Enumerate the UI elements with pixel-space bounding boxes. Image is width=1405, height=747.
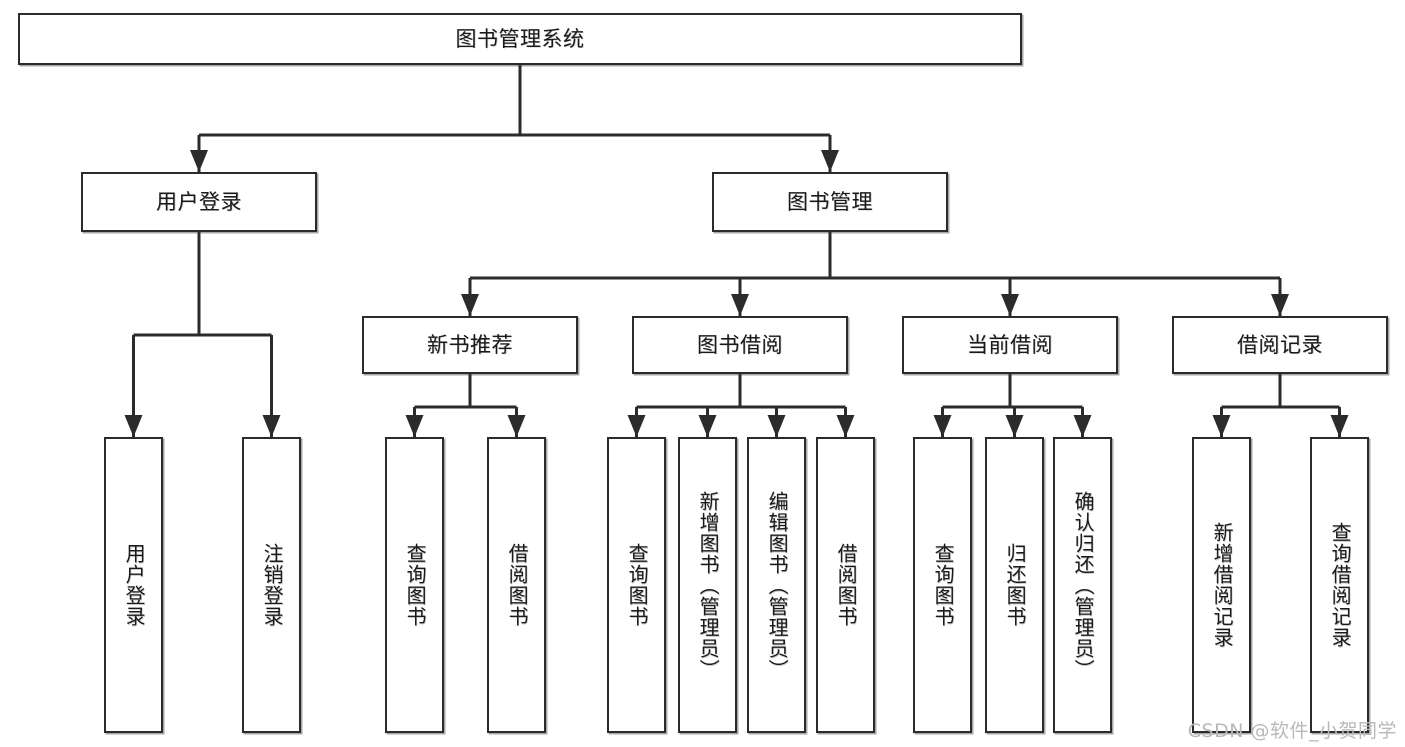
- node-book-borrow[interactable]: 图书借阅: [632, 316, 848, 374]
- node-label-borrow-record: 借阅记录: [1237, 332, 1323, 357]
- node-label-leaf-borrow-book-2: 借阅图书: [834, 543, 859, 627]
- node-leaf-add-book[interactable]: 新增图书（管理员）: [678, 437, 737, 733]
- conn-current-borrow-arrowhead-0: [933, 415, 952, 437]
- node-label-leaf-return-book: 归还图书: [1003, 543, 1028, 627]
- node-leaf-return-book[interactable]: 归还图书: [985, 437, 1044, 733]
- conn-book-manage-arrowhead-0: [461, 294, 479, 316]
- conn-book-borrow-arrowhead-2: [767, 415, 786, 437]
- node-borrow-record[interactable]: 借阅记录: [1172, 316, 1388, 374]
- conn-current-borrow-arrowhead-1: [1005, 415, 1024, 437]
- node-label-leaf-user-login: 用户登录: [122, 543, 147, 627]
- node-current-borrow[interactable]: 当前借阅: [902, 316, 1118, 374]
- conn-root-arrowhead-1: [821, 150, 839, 172]
- conn-book-borrow-arrowhead-0: [627, 415, 646, 437]
- node-root[interactable]: 图书管理系统: [18, 13, 1022, 65]
- conn-book-manage-arrowhead-2: [1001, 294, 1019, 316]
- conn-root-arrowhead-0: [190, 150, 208, 172]
- node-label-leaf-query-book-3: 查询图书: [931, 543, 956, 627]
- conn-book-manage-arrowhead-1: [731, 294, 749, 316]
- node-leaf-query-book-3[interactable]: 查询图书: [913, 437, 972, 733]
- node-label-leaf-query-record: 查询借阅记录: [1328, 522, 1353, 648]
- node-leaf-user-login[interactable]: 用户登录: [104, 437, 163, 733]
- node-label-leaf-borrow-book-1: 借阅图书: [505, 543, 530, 627]
- node-new-book-recommend[interactable]: 新书推荐: [362, 316, 578, 374]
- node-book-manage[interactable]: 图书管理: [712, 172, 948, 232]
- node-label-book-borrow: 图书借阅: [697, 332, 783, 357]
- node-leaf-query-book-2[interactable]: 查询图书: [607, 437, 666, 733]
- conn-user-login-arrowhead-1: [262, 415, 281, 437]
- node-label-leaf-query-book-2: 查询图书: [625, 543, 650, 627]
- node-label-leaf-query-book-1: 查询图书: [403, 543, 428, 627]
- node-leaf-query-record[interactable]: 查询借阅记录: [1310, 437, 1369, 733]
- conn-borrow-record-arrowhead-0: [1212, 415, 1231, 437]
- node-leaf-add-record[interactable]: 新增借阅记录: [1192, 437, 1251, 733]
- conn-book-borrow-arrowhead-3: [836, 415, 855, 437]
- node-leaf-query-book-1[interactable]: 查询图书: [385, 437, 444, 733]
- watermark-label: CSDN @软件_小贺同学: [1187, 720, 1397, 742]
- node-label-leaf-add-book: 新增图书（管理员）: [696, 490, 721, 680]
- node-label-leaf-user-logout: 注销登录: [260, 543, 285, 627]
- node-leaf-borrow-book-2[interactable]: 借阅图书: [816, 437, 875, 733]
- node-label-book-manage: 图书管理: [787, 189, 873, 214]
- node-label-leaf-edit-book: 编辑图书（管理员）: [765, 490, 790, 680]
- node-label-leaf-add-record: 新增借阅记录: [1210, 522, 1235, 648]
- node-leaf-confirm-return[interactable]: 确认归还（管理员）: [1053, 437, 1112, 733]
- conn-borrow-record-arrowhead-1: [1330, 415, 1349, 437]
- conn-book-borrow-arrowhead-1: [698, 415, 717, 437]
- conn-current-borrow-arrowhead-2: [1073, 415, 1092, 437]
- node-label-root: 图书管理系统: [455, 26, 585, 51]
- node-user-login[interactable]: 用户登录: [81, 172, 317, 232]
- conn-book-manage-arrowhead-3: [1271, 294, 1289, 316]
- conn-new-book-arrowhead-0: [405, 415, 424, 437]
- node-leaf-edit-book[interactable]: 编辑图书（管理员）: [747, 437, 806, 733]
- conn-new-book-arrowhead-1: [507, 415, 526, 437]
- node-label-new-book-recommend: 新书推荐: [427, 332, 513, 357]
- node-leaf-borrow-book-1[interactable]: 借阅图书: [487, 437, 546, 733]
- node-label-current-borrow: 当前借阅: [967, 332, 1053, 357]
- node-label-leaf-confirm-return: 确认归还（管理员）: [1071, 490, 1096, 680]
- node-label-user-login: 用户登录: [156, 189, 242, 214]
- conn-user-login-arrowhead-0: [124, 415, 143, 437]
- node-leaf-user-logout[interactable]: 注销登录: [242, 437, 301, 733]
